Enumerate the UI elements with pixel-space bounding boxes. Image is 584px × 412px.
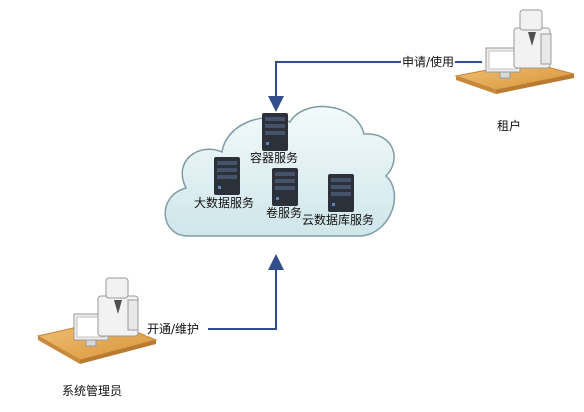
connector-admin-to-cloud — [208, 254, 284, 330]
service-label-bigdata: 大数据服务 — [194, 196, 255, 210]
server-icon-volume — [272, 168, 298, 206]
service-label-container: 容器服务 — [250, 151, 299, 165]
server-icon-database — [328, 174, 354, 212]
node-label-admin: 系统管理员 — [62, 384, 123, 398]
edge-label-admin-to-cloud: 开通/维护 — [146, 322, 201, 336]
tenant-workstation-icon — [454, 9, 575, 94]
node-label-tenant: 租户 — [497, 119, 522, 133]
edge-label-tenant-to-cloud: 申请/使用 — [401, 55, 456, 69]
server-icon-container — [262, 113, 288, 151]
server-icon-bigdata — [214, 157, 240, 195]
service-label-database: 云数据库服务 — [302, 213, 375, 227]
admin-workstation-icon — [36, 277, 158, 364]
service-label-volume: 卷服务 — [266, 206, 303, 220]
